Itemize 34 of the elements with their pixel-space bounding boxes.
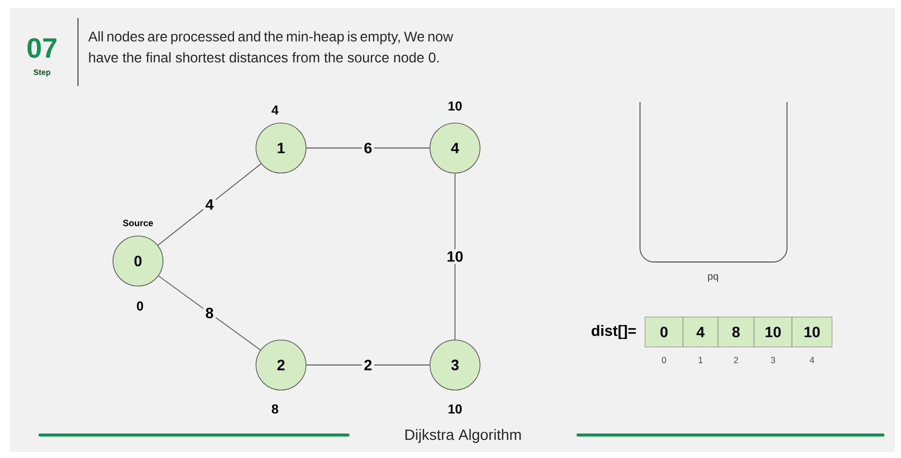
array-cell: 10 (754, 316, 792, 348)
array-label: dist[]= (592, 325, 636, 339)
array-cell: 10 (792, 316, 832, 348)
queue-label: pq (708, 274, 718, 282)
edge-line (157, 163, 262, 246)
array-index: 3 (770, 356, 776, 364)
distance-label: 8 (272, 404, 278, 414)
array-index: 0 (662, 356, 666, 364)
edge-line (158, 276, 261, 351)
graph-node: 1 (256, 122, 306, 174)
array-cell: 0 (644, 316, 684, 348)
array-index: 1 (698, 356, 703, 364)
edge-line (454, 172, 456, 340)
graph-node: 3 (430, 340, 480, 390)
graph-node: 4 (430, 122, 480, 174)
step-number: 07 (28, 38, 56, 58)
node-caption: Source (123, 220, 153, 226)
edge-label: 8 (203, 306, 216, 320)
distance-label: 0 (136, 301, 144, 311)
array-index: 4 (810, 356, 814, 364)
edge-line (306, 364, 430, 366)
heading: All nodes are processed and the min-heap is empty, We now have the final shortest distances from the source node 0. (88, 31, 454, 62)
distance-label: 4 (272, 106, 279, 114)
graph-node: 0 (112, 236, 164, 286)
array-index: 2 (734, 356, 738, 364)
array-cell: 8 (718, 316, 754, 348)
step-label: Step (34, 69, 50, 77)
caption: Dijkstra Algorithm (405, 429, 521, 443)
edge-label: 10 (444, 249, 466, 264)
graph-node: 2 (256, 340, 306, 390)
distance-label: 10 (448, 404, 462, 414)
array-cell: 4 (682, 316, 718, 348)
distance-label: 10 (448, 101, 462, 111)
edge-label: 6 (362, 140, 374, 156)
